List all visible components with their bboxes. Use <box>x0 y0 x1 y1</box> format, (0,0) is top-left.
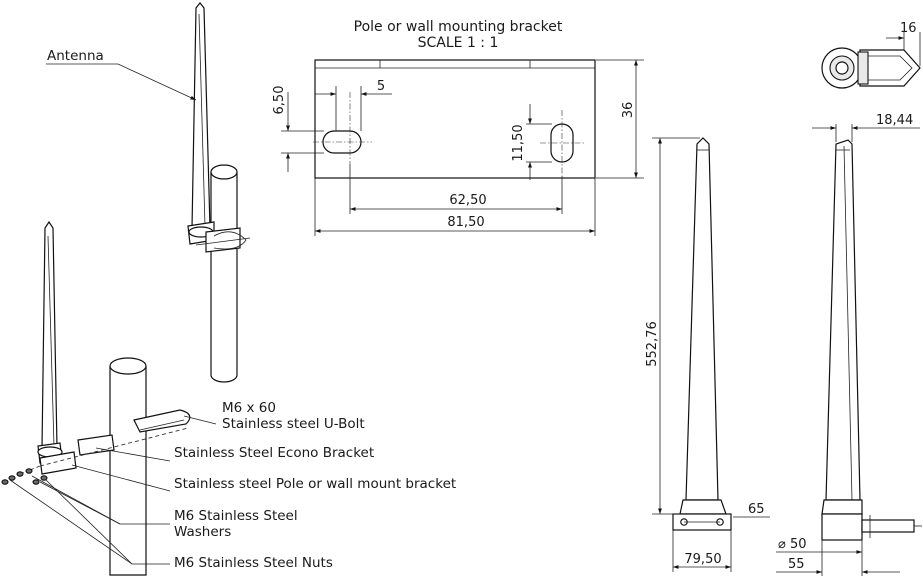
dim-slot-width-value: 5 <box>377 79 385 94</box>
isometric-assembly: Antenna M6 x 60 Stainless steel U-Bolt S… <box>1 2 456 576</box>
dim-side-depth: 55 <box>776 540 900 576</box>
dim-antenna-height: 552,76 <box>645 137 700 515</box>
dim-bracket-length-value: 81,50 <box>447 215 484 230</box>
label-antenna: Antenna <box>47 48 104 64</box>
bracket-plate <box>314 59 596 179</box>
dim-tip-width: 18,44 <box>812 113 920 142</box>
label-pole-bracket: Stainless steel Pole or wall mount brack… <box>174 476 456 492</box>
dim-side-depth-value: 55 <box>788 557 805 572</box>
dim-hole-spacing: 62,50 <box>349 164 563 214</box>
dim-pole-diameter-value: ⌀ 50 <box>778 537 807 552</box>
dim-bracket-height: 36 <box>596 59 644 179</box>
bracket-flat-view: Pole or wall mounting bracket SCALE 1 : … <box>272 19 644 236</box>
upper-antenna <box>187 2 251 253</box>
bracket-title: Pole or wall mounting bracket <box>354 19 563 35</box>
dim-hole-spacing-value: 62,50 <box>449 193 486 208</box>
label-washers-line1: M6 Stainless Steel <box>174 508 298 524</box>
dim-base-width-value: 79,50 <box>684 552 721 567</box>
dim-pole-diameter: ⌀ 50 <box>776 537 863 556</box>
label-ubolt-size: M6 x 60 <box>222 400 276 416</box>
dim-base-height-value: 65 <box>748 502 765 517</box>
dim-antenna-height-value: 552,76 <box>645 321 660 367</box>
dim-slot-length: 11,50 <box>511 104 552 180</box>
label-washers-line2: Washers <box>174 524 231 540</box>
dim-bracket-length: 81,50 <box>314 178 596 236</box>
lower-mast-pole <box>109 357 147 576</box>
dim-slot-length-value: 11,50 <box>511 124 526 161</box>
washers-and-nuts <box>1 468 48 485</box>
front-elevation: 552,76 65 79,50 <box>645 137 770 572</box>
dim-base-height: 65 <box>733 502 770 518</box>
left-slot <box>313 92 372 164</box>
leader-lines <box>9 63 217 565</box>
top-view: 16 <box>821 21 921 89</box>
exploded-brackets <box>19 409 191 475</box>
lower-antenna <box>37 220 63 464</box>
dim-slot-height-value: 6,50 <box>272 86 287 115</box>
dim-bracket-height-value: 36 <box>621 102 636 119</box>
dim-top-width-value: 16 <box>900 21 917 36</box>
dim-top-width: 16 <box>886 21 921 66</box>
dim-slot-width: 5 <box>315 79 392 131</box>
bracket-scale: SCALE 1 : 1 <box>418 35 499 51</box>
label-econo-bracket: Stainless Steel Econo Bracket <box>174 445 374 461</box>
label-nuts: M6 Stainless Steel Nuts <box>174 555 333 571</box>
label-ubolt: Stainless steel U-Bolt <box>222 416 365 432</box>
dim-slot-height: 6,50 <box>272 86 324 172</box>
dim-base-width: 79,50 <box>672 530 732 572</box>
upper-mast-pole <box>210 164 238 383</box>
dim-tip-width-value: 18,44 <box>876 113 913 128</box>
right-slot <box>540 110 584 176</box>
side-elevation: 18,44 ⌀ 50 55 <box>776 113 922 576</box>
